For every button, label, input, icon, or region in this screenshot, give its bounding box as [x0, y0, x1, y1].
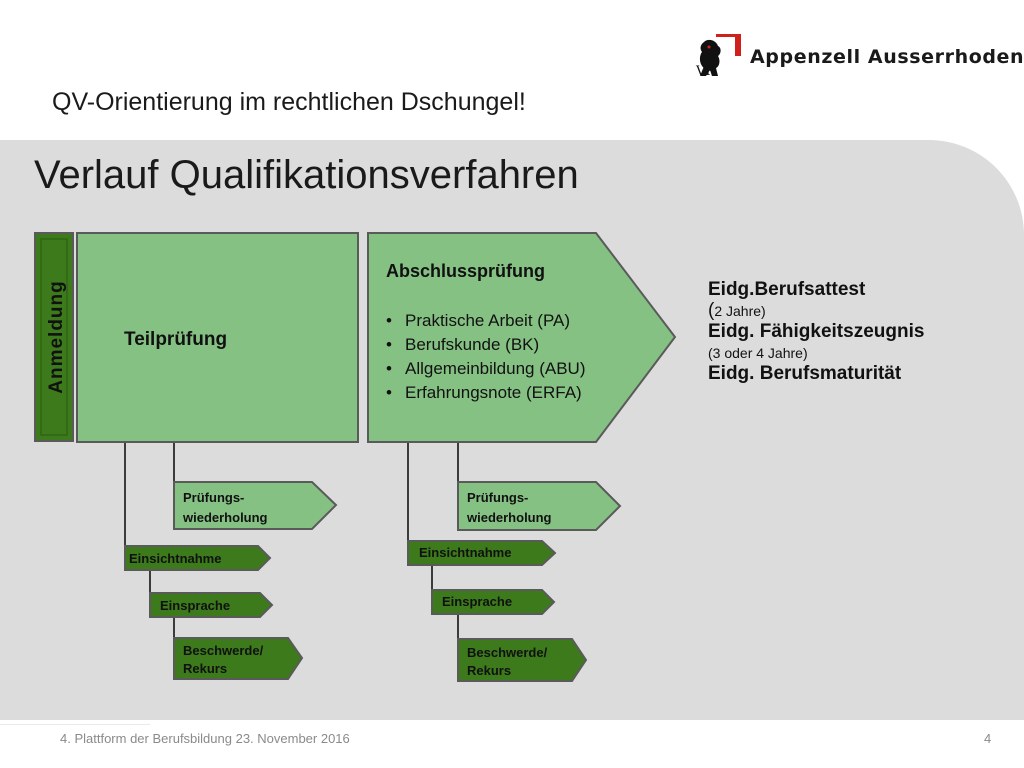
canton-logo: VR Appenzell Ausserrhoden — [694, 34, 1024, 90]
beschwerde-label-2: Rekurs — [467, 663, 511, 678]
abschluss-item: Praktische Arbeit (PA) — [405, 311, 570, 330]
abschlusspruefung-box: Abschlussprüfung • Praktische Arbeit (PA… — [367, 232, 677, 443]
einsichtnahme-arrow-left: Einsichtnahme — [124, 545, 272, 571]
bullet-dot: • — [386, 311, 392, 330]
teilpruefung-label: Teilprüfung — [124, 329, 227, 350]
teilpruefung-box: Teilprüfung — [76, 232, 359, 443]
result-attest-duration-text: 2 Jahre) — [714, 303, 766, 319]
anmeldung-label: Anmeldung — [46, 280, 67, 394]
abschluss-item: Allgemeinbildung (ABU) — [405, 359, 585, 378]
header-subtitle: QV-Orientierung im rechtlichen Dschungel… — [52, 88, 526, 116]
wiederholung-arrow-right: Prüfungs- wiederholung — [457, 481, 622, 531]
results-panel: Eidg.Berufsattest (2 Jahre) Eidg. Fähigk… — [708, 278, 924, 386]
bullet-dot: • — [386, 383, 392, 402]
result-attest: Eidg.Berufsattest — [708, 279, 866, 300]
result-efz: Eidg. Fähigkeitszeugnis — [708, 321, 925, 342]
beschwerde-label-1: Beschwerde/ — [183, 643, 264, 658]
page-number: 4 — [984, 731, 992, 746]
result-bm: Eidg. Berufsmaturität — [708, 363, 902, 384]
result-attest-duration: (2 Jahre) — [708, 300, 924, 321]
abschluss-item: Erfahrungsnote (ERFA) — [405, 383, 582, 402]
einsprache-label: Einsprache — [160, 598, 230, 613]
result-efz-duration: (3 oder 4 Jahre) — [708, 345, 808, 361]
einsprache-label: Einsprache — [442, 594, 512, 609]
wiederholung-arrow-left: Prüfungs- wiederholung — [173, 481, 338, 530]
einsichtnahme-arrow-right: Einsichtnahme — [407, 540, 557, 566]
abschluss-item: Berufskunde (BK) — [405, 335, 539, 354]
einsprache-arrow-right: Einsprache — [431, 589, 556, 615]
footer-text: 4. Plattform der Berufsbildung 23. Novem… — [60, 731, 350, 746]
bullet-dot: • — [386, 359, 392, 378]
wiederholung-label-1: Prüfungs- — [467, 490, 528, 505]
einsichtnahme-label: Einsichtnahme — [419, 545, 511, 560]
einsichtnahme-label: Einsichtnahme — [129, 551, 221, 566]
beschwerde-label-1: Beschwerde/ — [467, 645, 548, 660]
beschwerde-arrow-right: Beschwerde/ Rekurs — [457, 638, 588, 682]
slide-title: Verlauf Qualifikationsverfahren — [34, 153, 579, 197]
wiederholung-label-1: Prüfungs- — [183, 490, 244, 505]
bear-coat-of-arms-icon — [699, 34, 741, 76]
logo-text: Appenzell Ausserrhoden — [750, 46, 1024, 68]
wiederholung-label-2: wiederholung — [466, 510, 552, 525]
bullet-dot: • — [386, 335, 392, 354]
footer-divider — [0, 724, 150, 725]
beschwerde-label-2: Rekurs — [183, 661, 227, 676]
result-attest-paren: ( — [708, 300, 715, 321]
beschwerde-arrow-left: Beschwerde/ Rekurs — [173, 637, 304, 680]
abschluss-title: Abschlussprüfung — [386, 261, 545, 281]
logo-letters: VR — [696, 64, 716, 79]
wiederholung-label-2: wiederholung — [182, 510, 268, 525]
anmeldung-box: Anmeldung — [34, 232, 74, 442]
einsprache-arrow-left: Einsprache — [149, 592, 274, 618]
